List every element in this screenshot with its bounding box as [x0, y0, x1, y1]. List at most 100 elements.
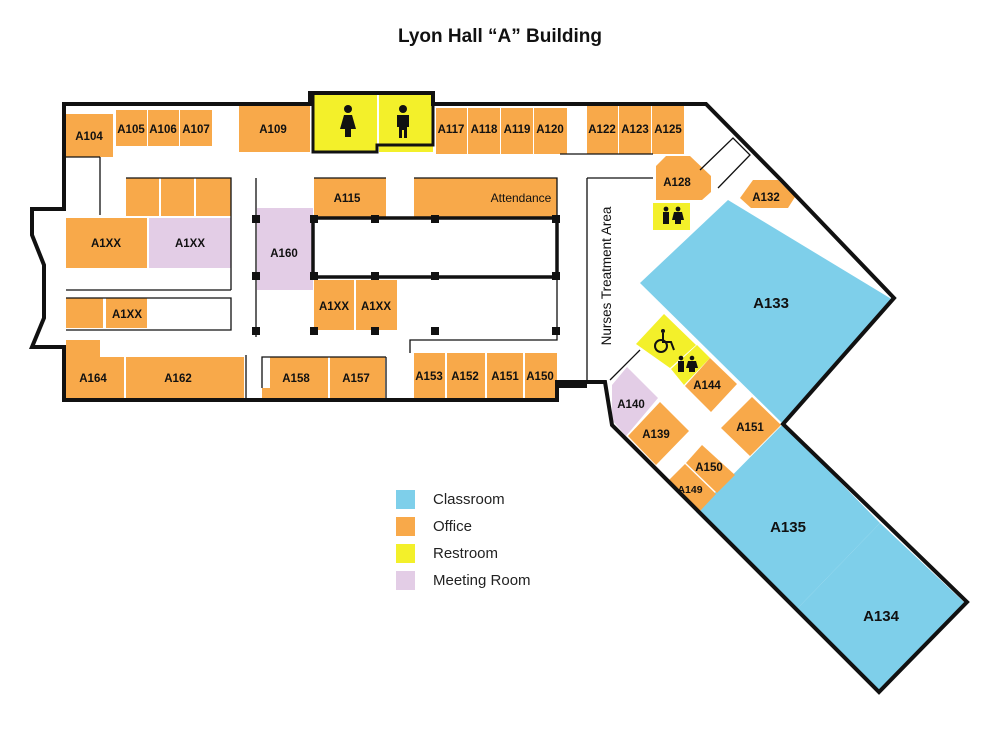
room-a115[interactable]: A115	[314, 178, 386, 218]
family-restroom-icon	[663, 206, 684, 224]
room-a1xx-center-1[interactable]: A1XX	[314, 280, 354, 330]
room-label: A139	[642, 429, 670, 441]
room-a122[interactable]: A122	[587, 106, 618, 154]
legend-item-restroom: Restroom	[396, 540, 531, 567]
room-label: A105	[117, 124, 145, 136]
room-a162[interactable]: A162	[126, 357, 244, 399]
room-a1xx-center-2[interactable]: A1XX	[356, 280, 397, 330]
room-a1xx-west[interactable]: A1XX	[66, 218, 147, 268]
room-label: A151	[736, 422, 764, 434]
room-label: A153	[415, 371, 443, 383]
room-label: A162	[164, 373, 192, 385]
room-a1xx-meeting[interactable]: A1XX	[149, 218, 231, 268]
room-a1xx-small[interactable]: A1XX	[66, 298, 147, 328]
family-restroom-icon	[678, 355, 698, 372]
legend-label: Classroom	[433, 491, 505, 508]
room-a153[interactable]: A153	[414, 353, 445, 399]
room-label: A133	[753, 295, 789, 312]
legend-swatch	[396, 571, 415, 590]
room-label: A152	[451, 371, 479, 383]
room-label: A118	[471, 124, 498, 136]
room-label: A1XX	[175, 238, 205, 250]
restroom-accessible[interactable]	[636, 314, 696, 368]
room-a125[interactable]: A125	[652, 106, 684, 154]
legend-item-office: Office	[396, 513, 531, 540]
room-label: A160	[270, 248, 298, 260]
room-label: A123	[621, 124, 649, 136]
room-a140[interactable]: A140	[612, 367, 658, 436]
legend: Classroom Office Restroom Meeting Room	[396, 486, 531, 594]
room-label: A140	[617, 399, 645, 411]
room-label: A150	[526, 371, 554, 383]
room-label: A157	[342, 373, 370, 385]
room-label: A120	[536, 124, 564, 136]
room-label: A106	[149, 124, 177, 136]
restroom-men[interactable]	[379, 93, 433, 152]
room-label: A1XX	[361, 301, 391, 313]
men-icon	[397, 105, 409, 138]
room-label: A104	[75, 131, 103, 143]
room-label: A134	[863, 608, 900, 625]
room-label: A125	[654, 124, 682, 136]
restroom-wall-top	[311, 93, 435, 154]
room-label: A149	[677, 484, 702, 496]
room-attendance[interactable]: Attendance	[414, 178, 557, 218]
room-label: A122	[588, 124, 616, 136]
legend-swatch	[396, 490, 415, 509]
room-a133[interactable]: A133	[640, 200, 893, 424]
room-a109[interactable]: A109	[239, 106, 310, 152]
room-a119[interactable]: A119	[501, 108, 533, 154]
room-a151-west[interactable]: A151	[487, 353, 523, 399]
room-a149[interactable]: A149	[669, 464, 716, 511]
nurses-treatment-area[interactable]: Nurses Treatment Area	[599, 206, 614, 345]
legend-label: Meeting Room	[433, 572, 531, 589]
room-a117[interactable]: A117	[436, 108, 467, 154]
restroom-family-south[interactable]	[671, 345, 710, 385]
room-a151-east[interactable]: A151	[721, 397, 781, 456]
women-icon	[340, 105, 356, 137]
room-a152[interactable]: A152	[447, 353, 485, 399]
restroom-women[interactable]	[313, 93, 377, 152]
room-label: A164	[79, 373, 107, 385]
room-label: A117	[438, 124, 465, 136]
room-a106[interactable]: A106	[148, 110, 179, 146]
room-a150-east[interactable]: A150	[686, 445, 735, 493]
room-label: A115	[334, 193, 361, 205]
office-row2-unlabeled[interactable]	[126, 178, 231, 216]
wheelchair-icon	[654, 333, 675, 353]
room-a150-west[interactable]: A150	[525, 353, 557, 399]
legend-item-classroom: Classroom	[396, 486, 531, 513]
legend-label: Restroom	[433, 545, 499, 562]
room-a139[interactable]: A139	[628, 402, 689, 465]
room-label: Attendance	[491, 191, 552, 205]
room-label: A119	[504, 124, 531, 136]
room-a164[interactable]: A164	[66, 340, 124, 399]
room-a107[interactable]: A107	[180, 110, 212, 146]
room-a123[interactable]: A123	[619, 106, 651, 154]
room-label: A1XX	[319, 301, 349, 313]
room-label: A150	[695, 462, 723, 474]
central-structure	[252, 215, 560, 335]
room-a105[interactable]: A105	[116, 110, 147, 146]
room-a157[interactable]: A157	[330, 357, 385, 399]
room-a160[interactable]: A160	[257, 208, 313, 290]
room-label: A158	[282, 373, 310, 385]
room-a134[interactable]: A134	[796, 523, 966, 690]
room-a118[interactable]: A118	[468, 108, 500, 154]
room-a104[interactable]: A104	[66, 114, 113, 157]
room-a135[interactable]: A135	[696, 424, 880, 610]
room-a132[interactable]: A132	[740, 180, 795, 208]
room-a120[interactable]: A120	[534, 108, 567, 154]
room-a128[interactable]: A128	[656, 156, 711, 200]
interior-walls	[66, 137, 751, 399]
room-a144[interactable]: A144	[685, 358, 737, 412]
room-label: A151	[491, 371, 519, 383]
room-label: A1XX	[91, 238, 121, 250]
map-title: Lyon Hall “A” Building	[397, 26, 603, 47]
restroom-family-north[interactable]	[653, 203, 690, 230]
room-label: A128	[663, 177, 691, 189]
room-label: A132	[752, 192, 780, 204]
room-a158[interactable]: A158	[262, 357, 328, 399]
room-label: A144	[693, 380, 721, 392]
